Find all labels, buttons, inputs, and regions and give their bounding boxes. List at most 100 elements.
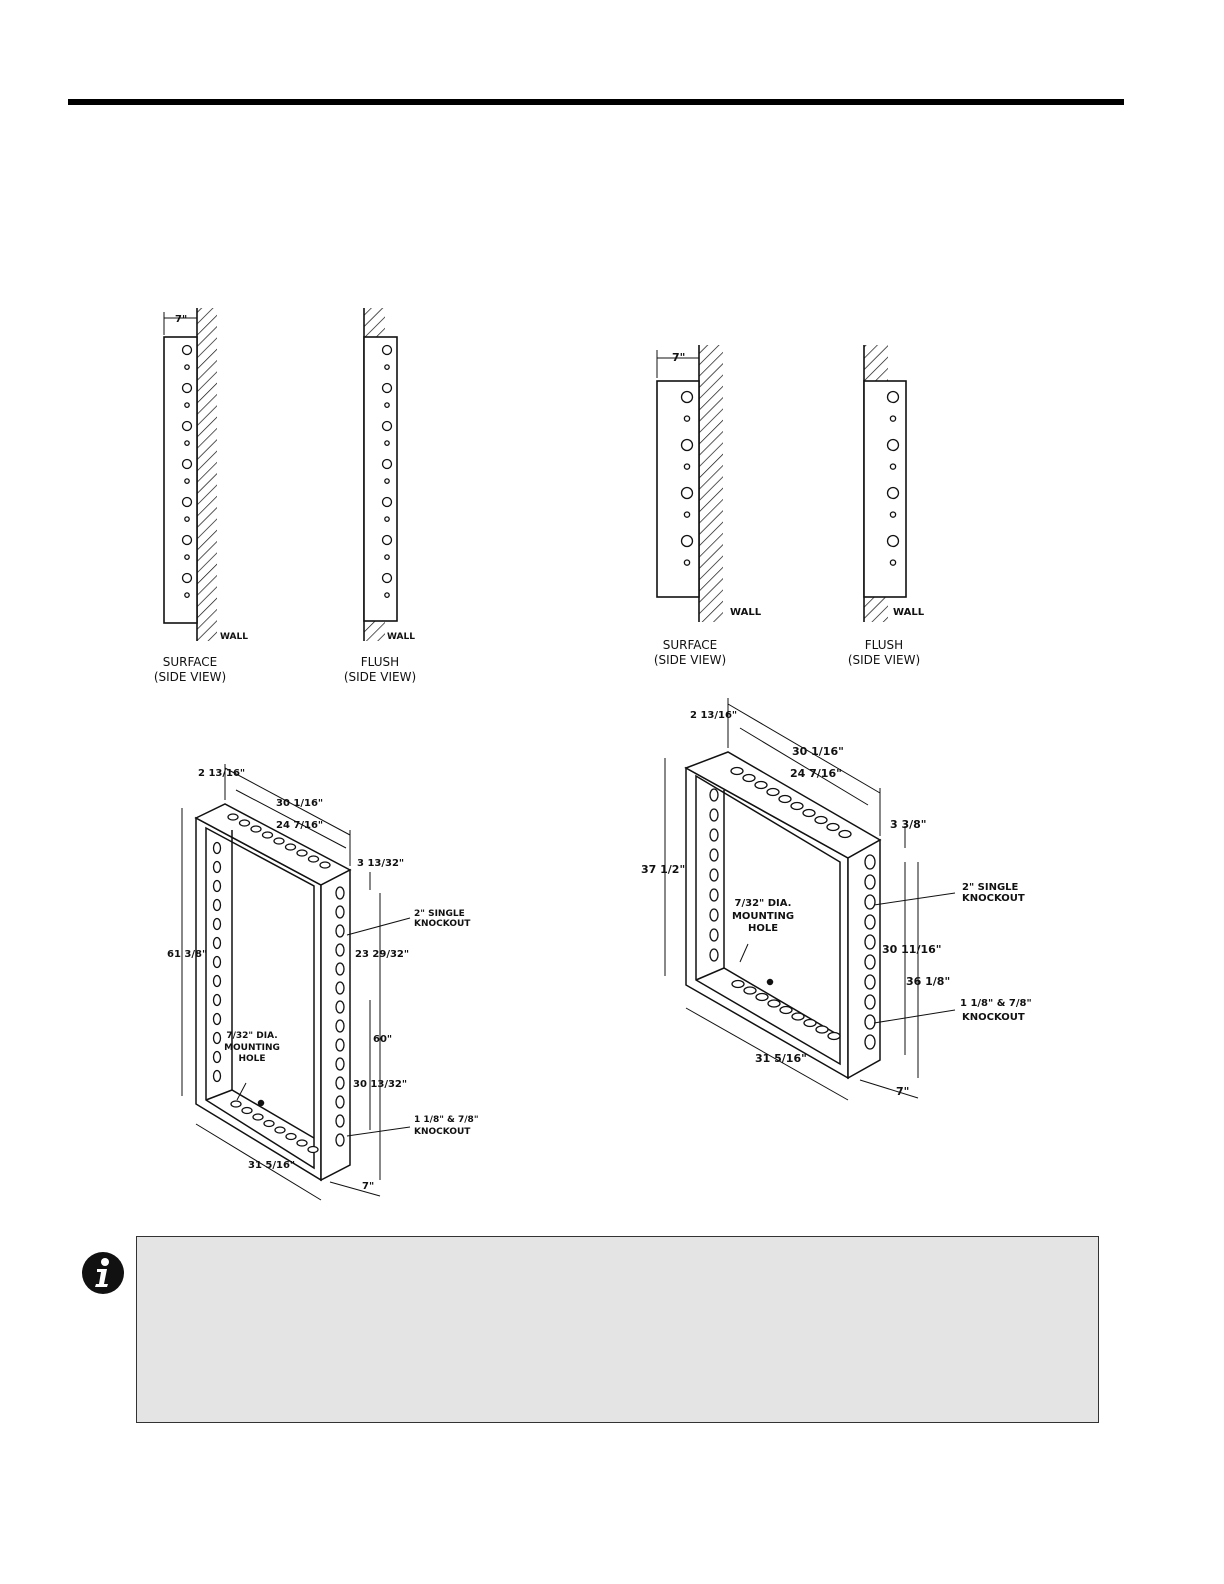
knockout-small (184, 554, 190, 560)
knockout (335, 1076, 345, 1090)
dim-depth-top: 2 13/16" (690, 710, 737, 721)
knockout-small (384, 554, 390, 560)
dim-bottom-depth: 7" (362, 1181, 374, 1192)
label-mounting-hole: 7/32" DIA. (226, 1031, 277, 1041)
label-mounting-hole: 7/32" DIA. (735, 898, 792, 909)
knockout (230, 1100, 242, 1108)
knockout (284, 843, 297, 851)
knockout (335, 1057, 345, 1071)
dim-side-offset: 3 13/32" (357, 858, 404, 869)
label-knockout: 1 1/8" & 7/8" (414, 1115, 479, 1125)
knockout-small (184, 364, 190, 370)
right-isometric-enclosure (664, 698, 956, 1101)
label-mounting-hole-2: MOUNTING (732, 911, 794, 922)
knockout (212, 1012, 222, 1026)
knockout (335, 924, 345, 938)
knockout (212, 917, 222, 931)
knockout-large (381, 458, 393, 470)
flush-caption: FLUSH (361, 655, 399, 669)
knockout-small (889, 559, 897, 566)
label-mounting-hole-2: MOUNTING (224, 1043, 280, 1053)
knockout (790, 801, 804, 811)
knockout-large (886, 438, 900, 452)
knockout (212, 955, 222, 969)
knockout-small (683, 415, 691, 422)
flush-caption-sub: (SIDE VIEW) (344, 670, 416, 684)
dim-upper-spacing: 23 29/32" (355, 949, 409, 960)
knockout-small (683, 511, 691, 518)
knockout (212, 860, 222, 874)
left-surface-side-view: 7" WALL SURFACE (SIDE VIEW) (154, 308, 248, 684)
knockout (212, 936, 222, 950)
knockout (212, 1031, 222, 1045)
enclosure-side (163, 336, 198, 624)
knockout (335, 1000, 345, 1014)
knockout-large (886, 390, 900, 404)
knockout (864, 974, 876, 990)
left-knockouts (212, 841, 222, 1083)
bottom-knockouts (731, 979, 841, 1041)
knockout (742, 773, 756, 783)
right-iso-labels: 2 13/16" 30 1/16" 24 7/16" 3 3/8" 37 1/2… (641, 710, 1032, 1098)
knockout (212, 993, 222, 1007)
dim-bottom-width: 31 5/16" (248, 1160, 295, 1171)
knockout (731, 979, 745, 989)
knockout-large (381, 572, 393, 584)
wall-hatch-top (864, 345, 888, 382)
knockout-large (181, 382, 193, 394)
knockout (261, 831, 274, 839)
knockout (802, 808, 816, 818)
label-single-knockout-2: KNOCKOUT (414, 919, 471, 929)
knockout-large (381, 344, 393, 356)
knockout (709, 868, 719, 882)
wall-hatch-bottom (364, 621, 385, 641)
knockout-small (184, 402, 190, 408)
knockout-small (384, 516, 390, 522)
knockout-large (181, 572, 193, 584)
dim-outer-width: 30 1/16" (792, 745, 844, 758)
knockout-large (680, 486, 694, 500)
knockout (307, 1145, 319, 1154)
knockout (319, 861, 331, 869)
knockout (212, 974, 222, 988)
dim-outer-height: 36 1/8" (906, 975, 950, 988)
knockout (709, 828, 719, 842)
knockout-small (683, 463, 691, 470)
knockout (767, 999, 781, 1008)
knockout (250, 825, 262, 833)
knockout-large (680, 438, 694, 452)
knockout (296, 849, 308, 857)
knockout (743, 986, 757, 995)
knockout-large (680, 534, 694, 548)
inner-opening (205, 826, 315, 1170)
flush-caption-sub: (SIDE VIEW) (848, 653, 920, 667)
knockout-large (886, 534, 900, 548)
knockout (335, 962, 345, 976)
knockout (864, 994, 876, 1010)
knockout (709, 888, 719, 902)
wall-hatch (197, 308, 217, 641)
knockout (754, 780, 768, 790)
knockout (335, 943, 345, 957)
mounting-hole (766, 978, 774, 986)
knockout-large (381, 534, 393, 546)
knockout-small (184, 592, 190, 598)
knockout (252, 1113, 264, 1121)
top-knockouts (227, 813, 331, 869)
knockout (864, 914, 876, 930)
knockout (274, 1126, 286, 1134)
enclosure-drawings: 7" WALL SURFACE (SIDE VIEW) WALL FLUSH (… (154, 308, 1032, 1201)
right-surface-side-view: 7" WALL SURFACE (SIDE VIEW) (654, 345, 762, 667)
knockout (778, 794, 792, 804)
knockout (826, 822, 840, 832)
knockout (263, 1119, 275, 1128)
surface-caption-sub: (SIDE VIEW) (654, 653, 726, 667)
knockout (212, 879, 222, 893)
inner-opening (695, 774, 841, 1066)
dim-inner-height: 60" (373, 1034, 392, 1045)
knockout (709, 788, 719, 802)
knockout-small (889, 463, 897, 470)
knockout (296, 1139, 308, 1147)
dim-bottom-depth: 7" (896, 1085, 909, 1098)
side-knockouts (335, 886, 345, 1147)
